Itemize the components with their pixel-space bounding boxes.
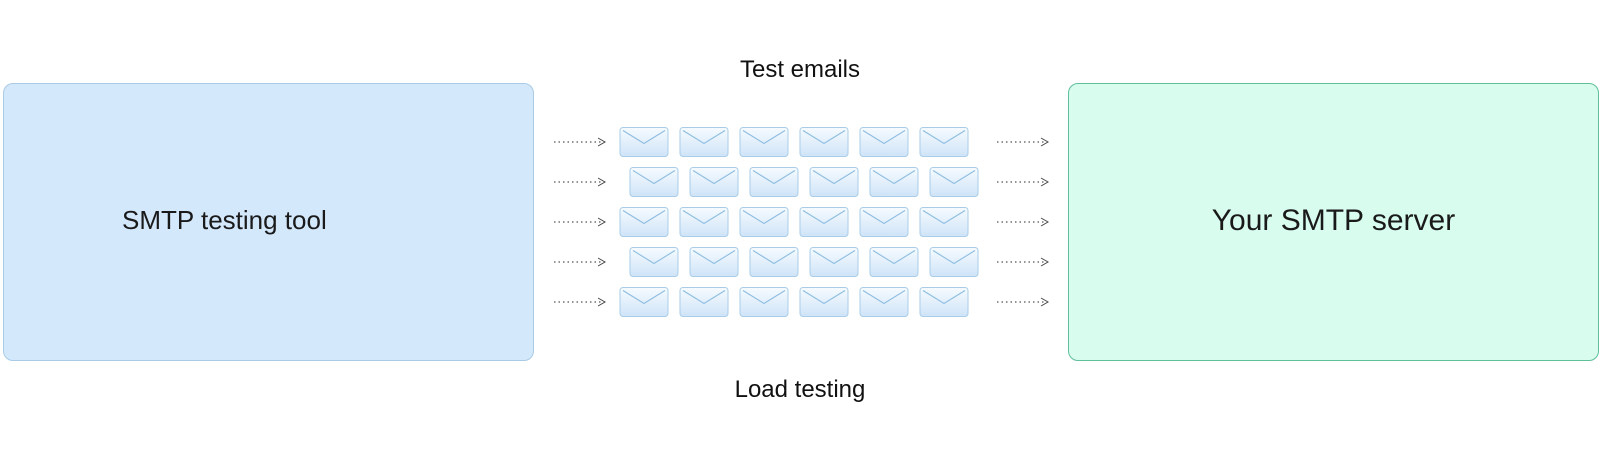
envelope-icon: [689, 167, 739, 197]
dotted-arrow-icon: [554, 177, 607, 187]
dotted-arrow-icon: [554, 217, 607, 227]
envelope-icon: [869, 247, 919, 277]
envelope-icon: [859, 287, 909, 317]
envelope-icon: [859, 207, 909, 237]
envelope-icon: [739, 127, 789, 157]
smtp-server-label: Your SMTP server: [1211, 204, 1456, 237]
envelope-icon: [679, 207, 729, 237]
envelope-icon: [929, 247, 979, 277]
test-emails-caption: Test emails: [739, 56, 861, 83]
smtp-server-box: [1068, 83, 1599, 361]
email-flow: [554, 127, 1050, 317]
dotted-arrow-icon: [997, 257, 1050, 267]
envelope-icon: [859, 127, 909, 157]
smtp-testing-tool-box: [3, 83, 534, 361]
dotted-arrow-icon: [554, 297, 607, 307]
envelope-icon: [799, 287, 849, 317]
envelope-icon: [739, 287, 789, 317]
envelope-icon: [799, 127, 849, 157]
envelope-icon: [919, 207, 969, 237]
envelope-icon: [809, 167, 859, 197]
envelope-icon: [619, 287, 669, 317]
envelope-icon: [869, 167, 919, 197]
envelope-icon: [809, 247, 859, 277]
load-testing-caption: Load testing: [734, 376, 866, 403]
envelope-icon: [739, 207, 789, 237]
envelope-icon: [689, 247, 739, 277]
dotted-arrow-icon: [997, 177, 1050, 187]
envelope-icon: [619, 207, 669, 237]
envelope-icon: [919, 287, 969, 317]
dotted-arrow-icon: [997, 137, 1050, 147]
envelope-icon: [629, 247, 679, 277]
envelope-icon: [679, 287, 729, 317]
envelope-icon: [799, 207, 849, 237]
smtp-testing-tool-label: SMTP testing tool: [122, 205, 327, 235]
envelope-icon: [749, 167, 799, 197]
envelope-icon: [679, 127, 729, 157]
envelope-icon: [619, 127, 669, 157]
dotted-arrow-icon: [997, 297, 1050, 307]
dotted-arrow-icon: [997, 217, 1050, 227]
envelope-icon: [749, 247, 799, 277]
envelope-icon: [929, 167, 979, 197]
envelope-icon: [629, 167, 679, 197]
dotted-arrow-icon: [554, 137, 607, 147]
envelope-icon: [919, 127, 969, 157]
dotted-arrow-icon: [554, 257, 607, 267]
